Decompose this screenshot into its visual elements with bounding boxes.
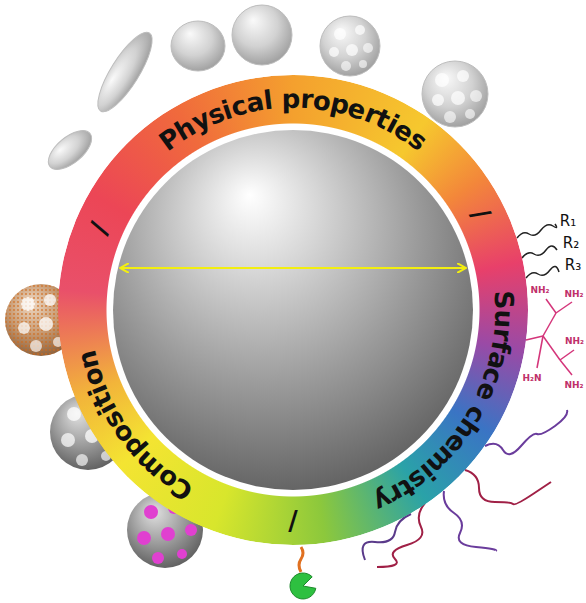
ligand-linker	[299, 547, 303, 572]
porous-sphere	[320, 16, 380, 76]
amine-label: NH₂	[564, 290, 583, 299]
ring-band: Physical properties / Surface chemistry / Co…	[58, 75, 528, 545]
ring-letter: p	[281, 86, 300, 112]
ring-gradient	[58, 75, 528, 545]
ring-letter: S	[490, 290, 517, 310]
ring-letter: /	[85, 218, 113, 237]
ring-letter: /	[467, 204, 494, 224]
ring-text: Surface chemistry	[364, 282, 522, 519]
substituent-label: R₂	[563, 236, 579, 251]
rod-particle	[89, 26, 161, 119]
ring-text: /	[81, 209, 117, 245]
amine-label: NH₂	[565, 337, 584, 346]
ring-letter: u	[490, 309, 517, 329]
amine-label: H₂N	[522, 374, 541, 383]
substituent-label: R₃	[565, 258, 581, 273]
ring-text: Physical properties	[151, 81, 436, 158]
disc-particle	[171, 21, 225, 71]
ring-text: /	[463, 196, 499, 232]
ring-letter: /	[288, 508, 298, 534]
substituent-label: R₁	[560, 214, 576, 229]
amine-label: NH₂	[530, 286, 549, 295]
sphere-particle	[232, 5, 292, 65]
ring-text: Composition	[70, 342, 200, 508]
amine-label: NH₂	[564, 381, 583, 390]
porous-sphere	[422, 61, 488, 127]
ring-text: /	[275, 503, 311, 539]
targeting-ligand	[290, 573, 316, 599]
ring-letter	[271, 86, 282, 113]
ring-letter: l	[262, 87, 274, 114]
ellipsoid-particle	[42, 123, 99, 176]
